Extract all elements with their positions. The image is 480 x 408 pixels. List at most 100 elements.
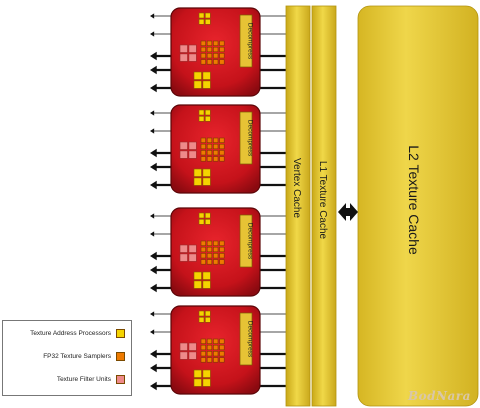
vertex-cache-column	[285, 5, 311, 407]
fp32-texture-samplers-cell	[213, 150, 219, 156]
legend-swatch-orange	[116, 352, 125, 361]
texture-filter-units	[179, 342, 197, 360]
texture-processor-block: Decompress	[150, 104, 300, 194]
bus-arrowhead	[150, 311, 155, 317]
texture-address-processors-cell	[193, 369, 202, 378]
texture-address-processors-small-cell	[205, 116, 211, 122]
texture-address-processors	[193, 168, 211, 186]
fp32-texture-samplers-cell	[213, 156, 219, 162]
texture-address-processors-cell	[202, 271, 211, 280]
bus-arrowhead	[150, 31, 155, 37]
fp32-texture-samplers-cell	[219, 351, 225, 357]
texture-address-processors-small-cell	[198, 212, 205, 219]
texture-address-processors-small-cell	[205, 212, 211, 219]
fp32-texture-samplers-cell	[200, 150, 206, 156]
fp32-texture-samplers-cell	[206, 150, 213, 156]
fp32-texture-samplers-cell	[219, 357, 225, 363]
bidirectional-arrow-icon	[338, 203, 358, 221]
fp32-texture-samplers-cell	[200, 253, 206, 259]
fp32-texture-samplers-cell	[206, 338, 213, 344]
texture-filter-units-cell	[188, 44, 197, 53]
fp32-texture-samplers-cell	[200, 259, 206, 265]
fp32-texture-samplers-cell	[213, 344, 219, 351]
texture-filter-units-cell	[188, 342, 197, 351]
bus-arrowhead	[150, 363, 157, 373]
fp32-texture-samplers-cell	[206, 40, 213, 46]
decompress-label: Decompress	[246, 120, 253, 157]
bus-arrowhead	[150, 110, 155, 116]
texture-address-processors-small-cell	[205, 316, 211, 323]
fp32-texture-samplers-cell	[206, 351, 213, 357]
texture-address-processors-cell	[193, 378, 202, 387]
fp32-texture-samplers-cell	[200, 143, 206, 150]
texture-address-processors-small-cell	[205, 18, 211, 25]
fp32-texture-samplers-cell	[200, 338, 206, 344]
fp32-texture-samplers-cell	[200, 351, 206, 357]
texture-filter-units-cell	[188, 244, 197, 253]
texture-filter-units-cell	[188, 253, 197, 262]
fp32-texture-samplers-cell	[213, 351, 219, 357]
texture-address-processors-cell	[193, 271, 202, 280]
texture-address-processors	[193, 271, 211, 289]
texture-filter-units-cell	[188, 53, 197, 62]
texture-address-processors-cell	[202, 177, 211, 186]
texture-filter-units	[179, 141, 197, 159]
texture-address-processors-cell	[202, 369, 211, 378]
fp32-texture-samplers-cell	[213, 40, 219, 46]
legend-swatch-pink	[116, 375, 125, 384]
decompress-box	[239, 111, 253, 165]
fp32-texture-samplers-cell	[206, 344, 213, 351]
texture-address-processors-cell	[202, 168, 211, 177]
fp32-texture-samplers-cell	[200, 46, 206, 53]
fp32-texture-samplers	[200, 40, 225, 65]
fp32-texture-samplers-cell	[219, 137, 225, 143]
texture-address-processors-cell	[202, 80, 211, 89]
texture-address-processors-cell	[193, 280, 202, 289]
decompress-box	[239, 214, 253, 268]
vertex-cache-label: Vertex Cache	[291, 158, 302, 218]
fp32-texture-samplers-cell	[200, 240, 206, 246]
texture-filter-units-cell	[179, 342, 188, 351]
texture-address-processors-small	[198, 212, 211, 225]
texture-processor-block: Decompress	[150, 305, 300, 395]
decompress-box	[239, 14, 253, 68]
texture-filter-units	[179, 244, 197, 262]
fp32-texture-samplers-cell	[206, 53, 213, 59]
fp32-texture-samplers-cell	[219, 59, 225, 65]
texture-filter-units	[179, 44, 197, 62]
texture-address-processors-small-cell	[205, 310, 211, 317]
bus-arrowhead	[150, 349, 157, 359]
fp32-texture-samplers-cell	[219, 46, 225, 53]
texture-address-processors	[193, 369, 211, 387]
texture-address-processors	[193, 71, 211, 89]
fp32-texture-samplers-cell	[206, 137, 213, 143]
fp32-texture-samplers-cell	[213, 338, 219, 344]
decompress-box	[239, 312, 253, 366]
fp32-texture-samplers-cell	[200, 59, 206, 65]
fp32-texture-samplers-cell	[206, 259, 213, 265]
fp32-texture-samplers-cell	[200, 53, 206, 59]
fp32-texture-samplers-cell	[219, 259, 225, 265]
fp32-texture-samplers-cell	[206, 357, 213, 363]
bus-arrowhead	[150, 128, 155, 134]
fp32-texture-samplers-cell	[219, 246, 225, 253]
fp32-texture-samplers-cell	[219, 240, 225, 246]
fp32-texture-samplers	[200, 338, 225, 363]
texture-address-processors-small-cell	[205, 12, 211, 19]
fp32-texture-samplers-cell	[213, 246, 219, 253]
bus-arrowhead	[150, 265, 157, 275]
texture-address-processors-small	[198, 12, 211, 25]
fp32-texture-samplers-cell	[213, 59, 219, 65]
fp32-texture-samplers-cell	[213, 357, 219, 363]
l2-texture-cache-column	[357, 5, 479, 407]
fp32-texture-samplers-cell	[213, 259, 219, 265]
bus-arrowhead	[150, 83, 157, 93]
fp32-texture-samplers-cell	[200, 344, 206, 351]
bus-arrowhead	[150, 231, 155, 237]
texture-address-processors-small-cell	[205, 109, 211, 116]
l1-texture-cache-label: L1 Texture Cache	[317, 161, 328, 240]
texture-address-processors-small-cell	[198, 18, 205, 25]
